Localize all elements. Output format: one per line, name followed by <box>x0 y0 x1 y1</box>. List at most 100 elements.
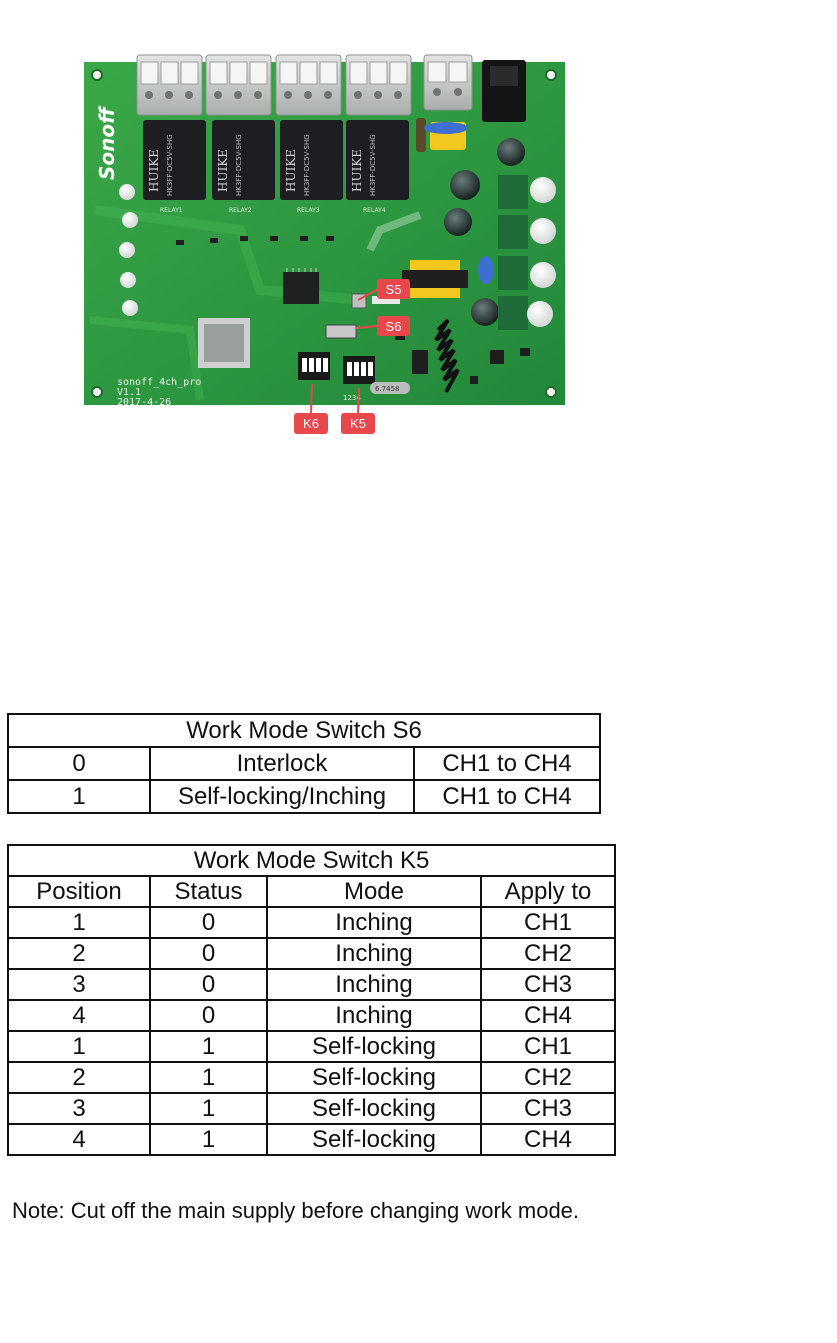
column-header: Apply to <box>479 875 617 908</box>
blue-varistor <box>424 122 468 134</box>
relay-brand-text: HUIKE <box>284 149 298 192</box>
relay-model-text: HK3FF-DC5V-SHG <box>303 134 311 196</box>
relay-name: RELAY4 <box>363 207 386 214</box>
table-cell: CH3 <box>479 1092 617 1125</box>
relay-model-text: HK3FF-DC5V-SHG <box>369 134 377 196</box>
callout-k5: K5 <box>341 387 375 434</box>
table-cell: 1 <box>7 906 151 939</box>
capacitor <box>450 170 480 200</box>
table-cell: CH4 <box>479 999 617 1032</box>
svg-text:S5: S5 <box>386 282 402 297</box>
dip-numbers: 1234 <box>343 394 361 402</box>
table-cell: 0 <box>149 968 268 1001</box>
table-cell: Self-locking/Inching <box>149 779 415 814</box>
table-cell: Self-locking <box>266 1030 482 1063</box>
table-cell: 2 <box>7 1061 151 1094</box>
fuse <box>416 118 426 152</box>
relay-name: RELAY3 <box>297 207 320 214</box>
table-cell: CH2 <box>479 1061 617 1094</box>
crystal-label: 6.7458 <box>375 385 400 393</box>
relay-name: RELAY1 <box>160 207 183 214</box>
column-header: Mode <box>266 875 482 908</box>
table-cell: Inching <box>266 937 482 970</box>
relay-name: RELAY2 <box>229 207 252 214</box>
relay-model-text: HK3FF-DC5V-SHG <box>166 134 174 196</box>
table-cell: 2 <box>7 937 151 970</box>
column-header: Status <box>149 875 268 908</box>
table-cell: 0 <box>7 746 151 781</box>
screw-terminal-block <box>136 54 473 116</box>
callout-s6: S6 <box>355 316 410 336</box>
svg-text:K6: K6 <box>303 416 319 431</box>
table-cell: 1 <box>149 1061 268 1094</box>
mount-hole <box>91 69 103 81</box>
antenna-coil <box>434 318 460 393</box>
relay-model-text: HK3FF-DC5V-SHG <box>235 134 243 196</box>
relay-brand-text: HUIKE <box>350 149 364 192</box>
relay-brand-text: HUIKE <box>216 149 230 192</box>
microcontroller-chip <box>283 272 319 304</box>
table-cell: Self-locking <box>266 1092 482 1125</box>
table-header-row: Position Status Mode Apply to <box>7 875 617 908</box>
mount-hole <box>545 386 557 398</box>
capacitor <box>471 298 499 326</box>
mount-hole <box>91 386 103 398</box>
table-cell: CH1 to CH4 <box>412 746 602 781</box>
s6-mode-table: Work Mode Switch S6 0 Interlock CH1 to C… <box>6 713 602 814</box>
board-version-label: V1.1 <box>117 387 141 398</box>
table-cell: 1 <box>149 1030 268 1063</box>
table-row: 1 Self-locking/Inching CH1 to CH4 <box>7 779 602 814</box>
svg-text:S6: S6 <box>386 319 402 334</box>
table-cell: Self-locking <box>266 1061 482 1094</box>
mount-hole <box>545 69 557 81</box>
table-cell: 0 <box>149 999 268 1032</box>
board-date-label: 2017-4-26 <box>117 397 171 408</box>
board-model-label: sonoff_4ch_pro <box>117 377 201 388</box>
table-cell: CH2 <box>479 937 617 970</box>
table-cell: 1 <box>7 1030 151 1063</box>
relay-block: HUIKE HUIKE HUIKE HUIKE HK3FF-DC5V-SHG H… <box>143 120 409 214</box>
table-cell: Self-locking <box>266 1123 482 1156</box>
column-header: Position <box>7 875 151 908</box>
relay-brand-text: HUIKE <box>147 149 161 192</box>
table-cell: 1 <box>149 1092 268 1125</box>
capacitor <box>497 138 525 166</box>
table-cell: Inching <box>266 906 482 939</box>
callout-k6: K6 <box>294 383 328 434</box>
crystal <box>370 382 410 394</box>
table-title-row: Work Mode Switch S6 <box>6 713 602 748</box>
table-title-row: Work Mode Switch K5 <box>6 844 617 877</box>
k5-mode-table: Work Mode Switch K5 Position Status Mode… <box>6 844 617 1156</box>
safety-note: Note: Cut off the main supply before cha… <box>12 1198 580 1223</box>
table-cell: 3 <box>7 1092 151 1125</box>
sonoff-logo: Sonoff <box>95 105 119 180</box>
k5-table-title: Work Mode Switch K5 <box>6 844 617 877</box>
table-cell: 1 <box>7 779 151 814</box>
table-cell: 0 <box>149 906 268 939</box>
table-row: 0 Interlock CH1 to CH4 <box>7 746 602 781</box>
table-cell: CH4 <box>479 1123 617 1156</box>
table-cell: 1 <box>149 1123 268 1156</box>
table-cell: CH1 to CH4 <box>412 779 602 814</box>
table-cell: 4 <box>7 999 151 1032</box>
capacitor <box>444 208 472 236</box>
table-cell: Inching <box>266 968 482 1001</box>
switch-s6 <box>325 324 357 339</box>
status-leds <box>119 184 138 316</box>
s6-table-title: Work Mode Switch S6 <box>6 713 602 748</box>
table-cell: Interlock <box>149 746 415 781</box>
table-cell: Inching <box>266 999 482 1032</box>
table-cell: CH3 <box>479 968 617 1001</box>
pcb-board-photo: HUIKE HUIKE HUIKE HUIKE HK3FF-DC5V-SHG H… <box>84 54 565 434</box>
callout-s5: S5 <box>357 279 410 301</box>
table-cell: 3 <box>7 968 151 1001</box>
channel-buttons <box>498 175 556 330</box>
table-cell: 0 <box>149 937 268 970</box>
